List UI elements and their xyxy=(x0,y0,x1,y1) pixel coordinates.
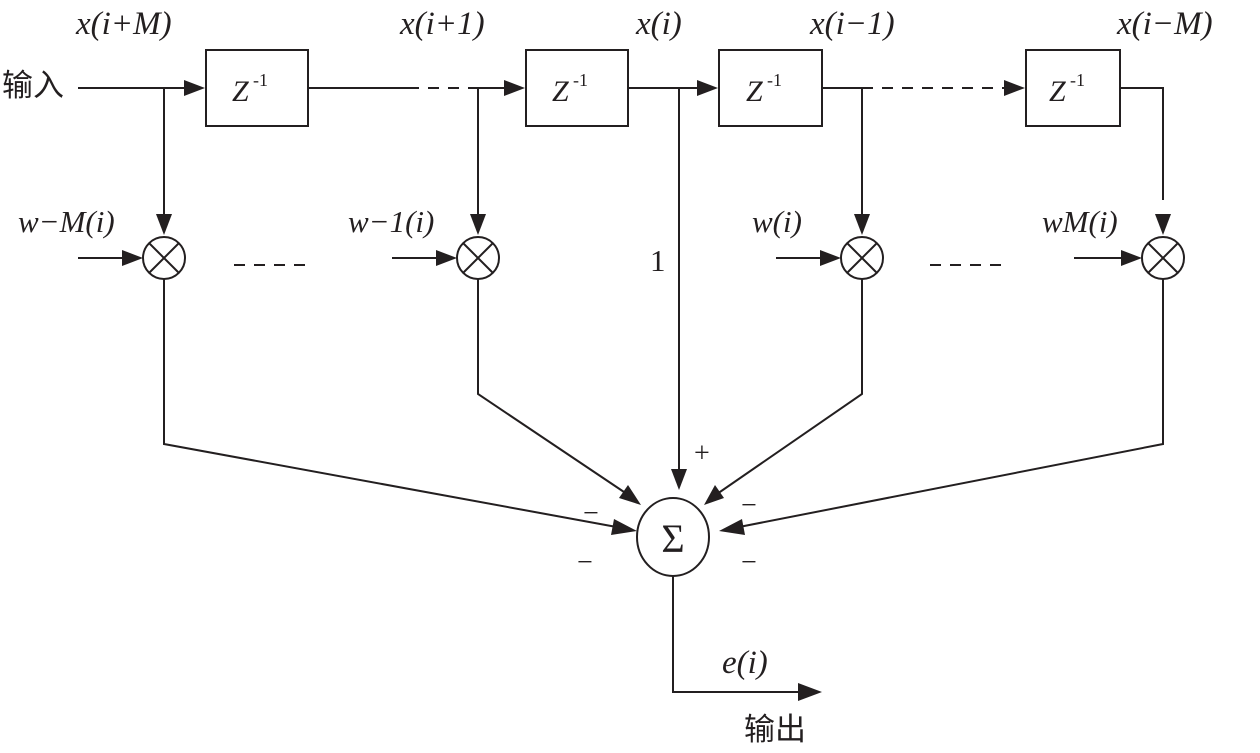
tap-label-x-i-minus-1: x(i−1) xyxy=(809,6,895,42)
multiplier-1 xyxy=(142,236,186,280)
delay-exponent: -1 xyxy=(573,70,588,90)
delay-symbol: Z xyxy=(552,75,569,108)
delay-block-4: Z -1 xyxy=(1025,49,1121,127)
output-label: 输出 xyxy=(744,712,806,748)
multiplier-2 xyxy=(456,236,500,280)
multiplier-3 xyxy=(840,236,884,280)
delay-symbol: Z xyxy=(746,75,763,108)
weight-label-w: w(i) xyxy=(752,204,802,239)
output-path xyxy=(672,576,822,701)
tap-label-x-i-plus-1: x(i+1) xyxy=(399,6,485,42)
multiplier-4 xyxy=(1141,236,1185,280)
sum-symbol: Σ xyxy=(661,516,684,561)
delay-block-3: Z -1 xyxy=(718,49,823,127)
delay-symbol: Z xyxy=(1049,75,1066,108)
delay-block-2: Z -1 xyxy=(525,49,629,127)
minus-sign: − xyxy=(577,547,593,578)
tap-label-x-i-plus-M: x(i+M) xyxy=(75,6,172,42)
delay-block-1: Z -1 xyxy=(205,49,309,127)
minus-sign: − xyxy=(741,547,757,578)
weight-arrows xyxy=(78,250,1142,266)
weight-label-w-minus-M: w−M(i) xyxy=(18,204,115,239)
plus-sign: + xyxy=(694,438,710,469)
delay-exponent: -1 xyxy=(253,70,268,90)
tap-lines xyxy=(156,88,1171,235)
input-label: 输入 xyxy=(2,68,64,104)
tap-label-x-i: x(i) xyxy=(635,6,682,42)
summer-inputs xyxy=(163,88,1164,535)
delay-symbol: Z xyxy=(232,75,249,108)
minus-sign: − xyxy=(583,498,599,529)
delay-exponent: -1 xyxy=(1070,70,1085,90)
tap-label-x-i-minus-M: x(i−M) xyxy=(1116,6,1213,42)
signal-path xyxy=(78,80,1164,200)
weight-label-w-M: wM(i) xyxy=(1042,204,1118,239)
summer: Σ xyxy=(636,497,710,577)
output-signal-label: e(i) xyxy=(722,645,768,681)
minus-sign: − xyxy=(741,490,757,521)
unit-gain-label: 1 xyxy=(650,243,666,278)
weight-label-w-minus-1: w−1(i) xyxy=(348,204,434,239)
delay-exponent: -1 xyxy=(767,70,782,90)
